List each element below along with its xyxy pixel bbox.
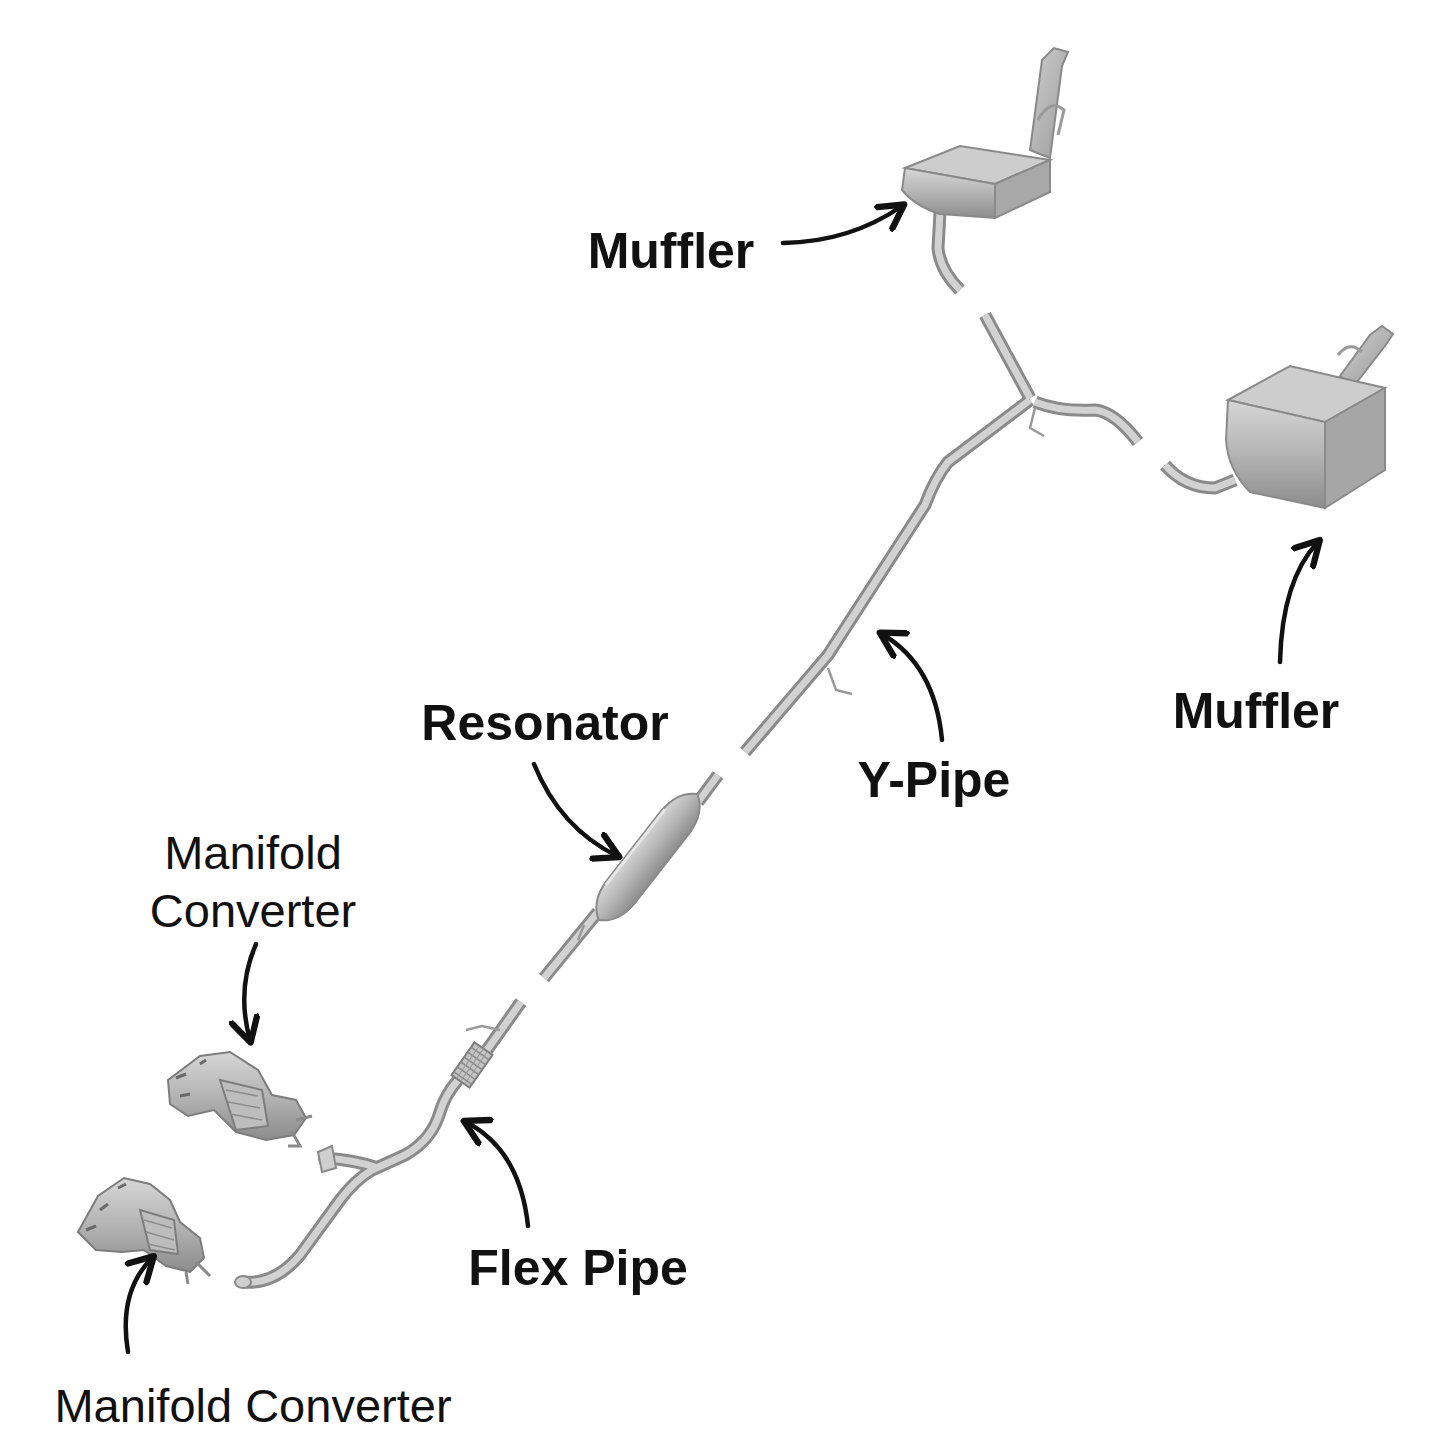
callout-arrows (126, 206, 1318, 1352)
muffler-top (902, 48, 1068, 218)
part-label: Flex Pipe (468, 1238, 688, 1298)
manifold-converter-upper (168, 1052, 312, 1146)
part-label: Y-Pipe (858, 750, 1011, 810)
flex-section (452, 1042, 493, 1087)
part-label: Muffler (588, 221, 755, 281)
resonator (585, 783, 712, 931)
muffler-right (1226, 326, 1393, 508)
part-label: Muffler (1173, 681, 1340, 741)
part-label: Manifold Converter (123, 824, 383, 940)
part-label: Resonator (421, 693, 668, 753)
part-label: Manifold Converter (54, 1378, 451, 1434)
